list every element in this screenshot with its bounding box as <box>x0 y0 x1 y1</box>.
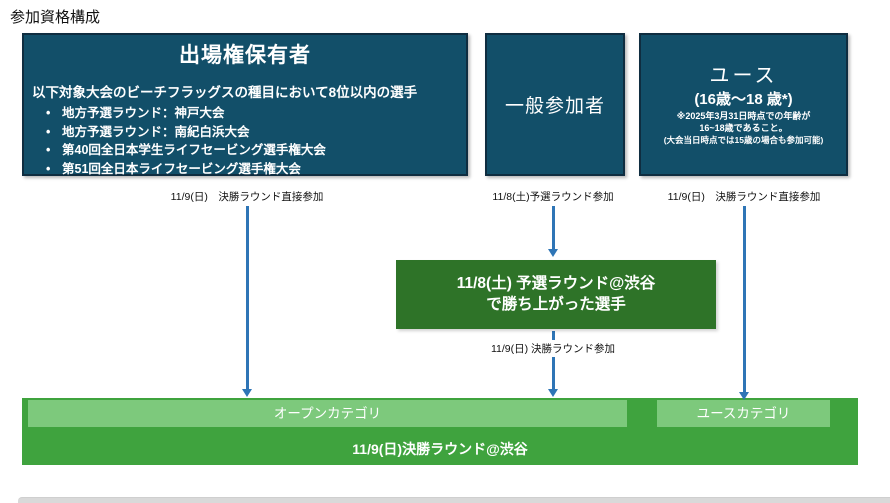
page-title: 参加資格構成 <box>10 9 101 26</box>
finals-round-label: 11/9(日)決勝ラウンド@渋谷 <box>352 441 528 457</box>
finals-round-container: オープンカテゴリ ユースカテゴリ 11/9(日)決勝ラウンド@渋谷 <box>22 398 858 465</box>
youth-category-box: ユースカテゴリ <box>657 400 830 427</box>
youth-note-line: ※2025年3月31日時点での年齢が <box>676 110 811 121</box>
qualifying-events-list: 地方予選ラウンド：神戸大会 地方予選ラウンド：南紀白浜大会 第40回全日本学生ラ… <box>32 104 458 178</box>
list-item: 第51回全日本ライフセービング選手権大会 <box>32 160 458 179</box>
holders-flow-label: 11/9(日) 決勝ラウンド直接参加 <box>170 191 324 203</box>
window-edge <box>18 497 890 503</box>
prelim-to-finals-arrow <box>551 331 555 390</box>
general-flow-label: 11/8(土)予選ラウンド参加 <box>492 191 614 203</box>
prelim-winners-line1: 11/8(土) 予選ラウンド@渋谷 <box>456 275 656 292</box>
list-item: 地方予選ラウンド：南紀白浜大会 <box>32 123 458 142</box>
youth-note-line: (大会当日時点では15歳の場合も参加可能) <box>663 134 824 145</box>
qualification-holders-title: 出場権保有者 <box>179 44 311 67</box>
youth-box: ユース (16歳～18 歳*) ※2025年3月31日時点での年齢が 16~18… <box>639 33 848 176</box>
arrow-down-icon <box>738 392 749 400</box>
list-item: 地方予選ラウンド：神戸大会 <box>32 104 458 123</box>
arrow-down-icon <box>241 389 252 397</box>
prelim-winners-box: 11/8(土) 予選ラウンド@渋谷 で勝ち上がった選手 <box>396 260 716 329</box>
youth-to-finals-arrow <box>742 206 746 393</box>
youth-age-range: (16歳～18 歳*) <box>694 90 793 108</box>
holders-to-finals-arrow <box>245 206 249 390</box>
qualification-holders-box: 出場権保有者 以下対象大会のビーチフラッグスの種目において8位以内の選手 地方予… <box>22 33 468 178</box>
prelim-winners-line2: で勝ち上がった選手 <box>486 296 626 313</box>
list-item: 第40回全日本学生ライフセービング選手権大会 <box>32 141 458 160</box>
youth-title: ユース <box>709 64 778 87</box>
general-to-prelim-arrow <box>551 206 555 250</box>
general-participants-box: 一般参加者 <box>485 33 625 176</box>
arrow-down-icon <box>547 249 558 257</box>
arrow-down-icon <box>547 389 558 397</box>
prelim-flow-label: 11/9(日) 決勝ラウンド参加 <box>453 340 653 357</box>
youth-note-line: 16~18歳であること。 <box>699 122 788 133</box>
general-participants-title: 一般参加者 <box>504 96 605 117</box>
youth-flow-label: 11/9(日) 決勝ラウンド直接参加 <box>667 191 821 203</box>
open-category-box: オープンカテゴリ <box>28 400 627 427</box>
qualification-holders-subtitle: 以下対象大会のビーチフラッグスの種目において8位以内の選手 <box>32 85 418 100</box>
